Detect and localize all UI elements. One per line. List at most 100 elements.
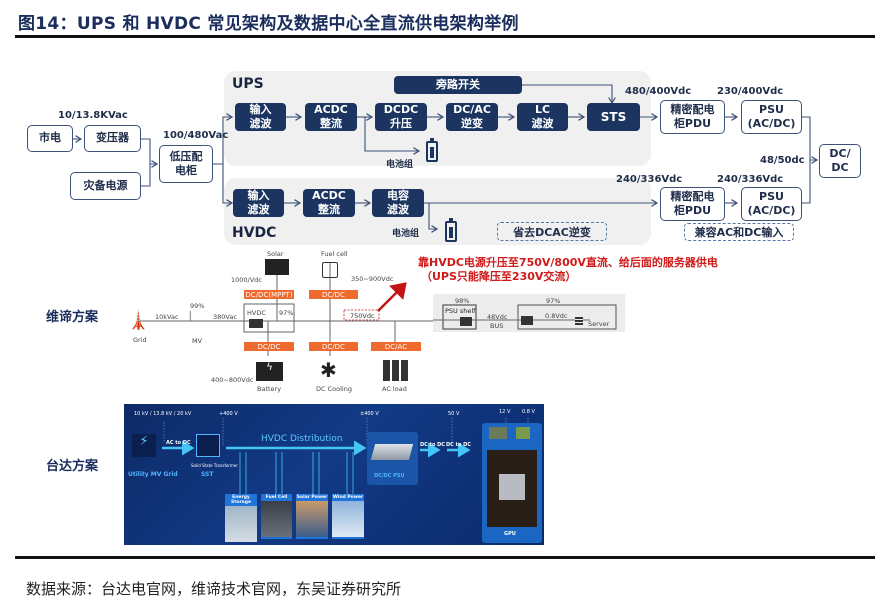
transformer-box: 变压器 xyxy=(84,125,141,152)
server-converter-icon xyxy=(521,316,533,325)
sst-icon xyxy=(196,434,220,457)
backup-power-box: 灾备电源 xyxy=(70,172,141,200)
fuel-cell-icon xyxy=(322,262,338,278)
hvdc-battery-label: 电池组 xyxy=(392,229,420,239)
hvdc-label: HVDC xyxy=(232,225,277,241)
solar-label: Solar xyxy=(267,250,284,258)
delta-50v: 50 V xyxy=(448,411,460,417)
ups-battery-icon xyxy=(426,138,438,162)
tile-solar-power: Solar Power xyxy=(296,494,328,539)
tile-energy-storage: Energy Storage xyxy=(225,494,257,542)
delta-mv-voltage: 10 kV / 13.8 kV / 20 kV xyxy=(134,411,192,417)
gpu-label: GPU xyxy=(504,531,516,537)
ups-pdu-box: 精密配电 柜PDU xyxy=(660,100,725,134)
load-dcac-box: DC/AC xyxy=(371,342,421,351)
vertiv-380v: 380Vac xyxy=(213,313,237,321)
hvdc-input-filter: 输入 滤波 xyxy=(233,189,284,217)
vertiv-label: 维谛方案 xyxy=(46,310,99,325)
hvdc-panel xyxy=(224,178,651,245)
dcdc-psu-card: DC/DC PSU xyxy=(367,432,418,485)
mppt-box: DC/DC(MPPT) xyxy=(244,290,294,299)
grid-box: 市电 xyxy=(27,125,73,152)
hvdc-note-line2: （UPS只能降压至230V交流） xyxy=(421,270,577,283)
vertiv-hvdc-eff: 97% xyxy=(279,309,294,317)
omit-dcac-note: 省去DCAC逆变 xyxy=(497,222,607,241)
psu-efficiency: 98% xyxy=(455,297,470,305)
delta-400v-a: +400 V xyxy=(219,411,238,417)
ups-dcdc-boost: DCDC 升压 xyxy=(375,103,427,131)
hvdc-distribution-label: HVDC Distribution xyxy=(261,434,343,444)
delta-diagram: 10 kV / 13.8 kV / 20 kV ⚡ AC to DC Utili… xyxy=(124,404,544,545)
ups-psu-box: PSU (AC/DC) xyxy=(741,100,802,134)
utility-tower-icon: ⚡ xyxy=(132,434,156,457)
ups-dcac-inverter: DC/AC 逆变 xyxy=(446,103,498,131)
hvdc-capacitor-filter: 电容 滤波 xyxy=(372,189,424,217)
ups-battery-label: 电池组 xyxy=(386,160,414,170)
vertiv-hvdc-label: HVDC xyxy=(247,309,266,317)
hvdc-battery-icon xyxy=(445,218,457,242)
dc-to-dc-1: DC to DC xyxy=(420,442,445,448)
solar-voltage: 1000/Vdc xyxy=(231,276,262,284)
hvdc-converter-icon xyxy=(249,319,263,328)
ups-lc-filter: LC 滤波 xyxy=(517,103,568,131)
source-note: 数据来源：台达电官网，维谛技术官网，东吴证券研究所 xyxy=(26,580,402,598)
server-label: Server xyxy=(588,320,610,328)
tile-fuel-cell: Fuel Cell xyxy=(261,494,292,539)
hvdc-note-line1: 靠HVDC电源升压至750V/800V直流、给后面的服务器供电 xyxy=(418,256,718,269)
bottom-rule xyxy=(15,556,875,559)
lv-voltage-label: 100/480Vac xyxy=(163,130,229,141)
vertiv-grid-label: Grid xyxy=(133,336,147,344)
psu-unit-image xyxy=(370,444,414,460)
fuel-cell-voltage: 350~900Vdc xyxy=(351,275,394,283)
title-rule xyxy=(15,35,875,38)
psu-shelf-label: PSU shelf xyxy=(445,307,476,315)
server-efficiency: 97% xyxy=(546,297,561,305)
sst-label: SST xyxy=(201,471,214,478)
bus-voltage: 750Vdc xyxy=(350,312,375,320)
delta-08v: 0.8 V xyxy=(522,409,535,415)
v08-label: 0.8Vdc xyxy=(545,312,568,320)
delta-label: 台达方案 xyxy=(46,459,99,474)
battery-icon: ϟ xyxy=(256,362,283,381)
vertiv-10kv: 10kVac xyxy=(155,313,179,321)
lv-cabinet-box: 低压配 电柜 xyxy=(159,145,213,183)
mv-label: MV xyxy=(192,337,203,345)
ups-bypass-switch: 旁路开关 xyxy=(394,76,522,94)
delta-400v-b: ±400 V xyxy=(360,411,379,417)
vertiv-battery-label: Battery xyxy=(257,385,282,393)
ac-to-dc-label: AC to DC xyxy=(166,440,191,446)
utility-grid-label: Utility MV Grid xyxy=(128,471,178,478)
delta-12v: 12 V xyxy=(499,409,511,415)
fuel-dcdc-box: DC/DC xyxy=(309,290,358,299)
tile-wind-power: Wind Power xyxy=(332,494,364,539)
cooling-label: DC Cooling xyxy=(316,385,352,393)
dc-to-dc-2: DC to DC xyxy=(446,442,471,448)
solar-panel-icon xyxy=(265,259,289,275)
ups-input-filter: 输入 滤波 xyxy=(235,103,286,131)
battery-dcdc-box: DC/DC xyxy=(244,342,294,351)
ups-acdc-rectifier: ACDC 整流 xyxy=(305,103,357,131)
hvdc-pdu-box: 精密配电 柜PDU xyxy=(660,187,725,221)
ups-label: UPS xyxy=(232,76,264,92)
dcdc-psu-label: DC/DC PSU xyxy=(374,473,405,479)
hvdc-psu-voltage: 240/336Vdc xyxy=(717,174,784,185)
gpu-card: GPU xyxy=(482,423,542,543)
dcdc-voltage: 48/50dc xyxy=(760,155,805,166)
ac-load-icon xyxy=(383,360,408,381)
dcdc-box: DC/ DC xyxy=(819,144,861,178)
mv-transformer-icon: ⦚ xyxy=(189,310,192,325)
fuel-cell-label: Fuel cell xyxy=(321,250,348,258)
cooling-fan-icon: ✱ xyxy=(320,358,337,382)
hvdc-psu-box: PSU (AC/DC) xyxy=(741,187,802,221)
cooling-dcdc-box: DC/DC xyxy=(309,342,358,351)
vrm-module-08v xyxy=(516,427,530,439)
sst-full-label: Solid State Transformer xyxy=(191,463,238,468)
battery-voltage: 400~800Vdc xyxy=(211,376,254,384)
grid-tower-icon: 🗼 xyxy=(127,310,150,331)
ac-load-label: AC load xyxy=(382,385,407,393)
ups-output-voltage: 480/400Vdc xyxy=(625,86,692,97)
hvdc-output-voltage: 240/336Vdc xyxy=(616,174,683,185)
mv-voltage-label: 10/13.8KVac xyxy=(58,110,128,121)
v48-label: 48Vdc xyxy=(487,313,508,321)
ups-sts: STS xyxy=(587,103,640,131)
